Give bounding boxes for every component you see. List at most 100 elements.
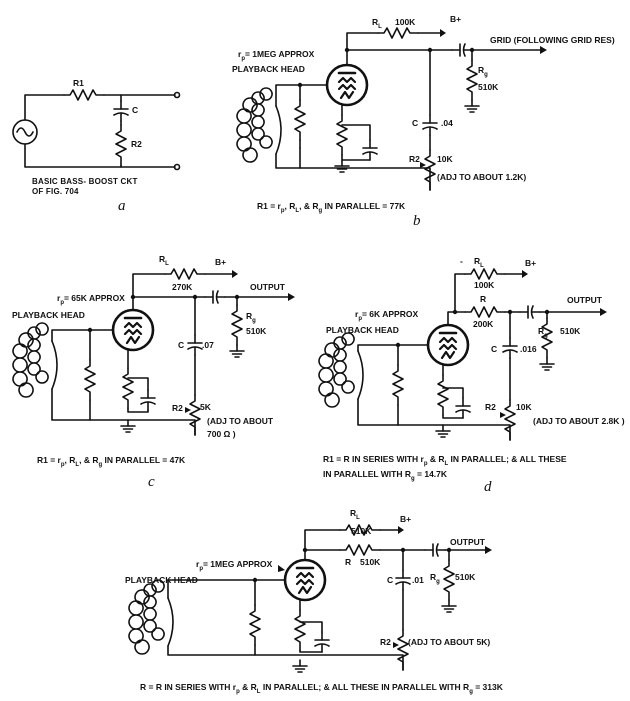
ground-d-cathode	[435, 424, 451, 438]
value-c-b: .04	[441, 118, 453, 128]
value-r-e: 510K	[360, 557, 381, 567]
resistor-r1	[63, 89, 105, 101]
label-rg-d: Rg	[538, 326, 548, 339]
resistor-rl-b	[377, 27, 419, 39]
value-c-e: .01	[412, 575, 424, 585]
label-bplus-b: B+	[450, 14, 461, 24]
ground-d-rg	[539, 357, 555, 371]
label-rp-b: rp= 1MEG APPROX	[238, 49, 315, 62]
value-rl-b: 100K	[395, 17, 416, 27]
grid-resistor-d	[392, 364, 404, 406]
figure-letter-a: a	[118, 198, 126, 214]
note-adj-c-line1: (ADJ TO ABOUT	[207, 416, 274, 426]
note-adj-b: (ADJ TO ABOUT 1.2K)	[437, 172, 526, 182]
equation-e: R = R IN SERIES WITH rp & RL IN PARALLEL…	[140, 682, 504, 695]
label-c-d: C	[491, 344, 497, 354]
figure-letter-b: b	[413, 213, 421, 229]
bypass-capacitor-d	[455, 397, 471, 419]
circuit-d: - RL 100K B+ R 200K OUTPUT rp= 6K APPROX…	[318, 256, 625, 495]
vacuum-tube-e	[283, 558, 327, 602]
figure-letter-d: d	[484, 479, 492, 495]
label-r2-e: R2	[380, 637, 391, 647]
label-rg-c: Rg	[246, 311, 256, 324]
resistor-r2	[115, 124, 127, 166]
cathode-resistor-d	[437, 374, 449, 416]
capacitor-c	[113, 100, 129, 122]
label-rl-b: RL	[372, 17, 382, 30]
label-c-c: C	[178, 340, 184, 350]
coupling-capacitor-e	[424, 543, 446, 557]
capacitor-c-b	[422, 114, 438, 136]
ground-c-cathode	[120, 419, 136, 433]
bypass-capacitor-e	[314, 631, 330, 653]
resistor-r-d	[464, 306, 506, 318]
value-rl-d: 100K	[474, 280, 495, 290]
ground-c-rg	[229, 344, 245, 358]
circuit-c: RL 270K B+ OUTPUT rp= 65K APPROX PLAYBAC…	[12, 254, 295, 490]
note-adj-d: (ADJ TO ABOUT 2.8K )	[533, 416, 625, 426]
coupling-capacitor-c	[204, 290, 226, 304]
label-playback-head-c: PLAYBACK HEAD	[12, 310, 85, 320]
label-r2-c: R2	[172, 403, 183, 413]
label-c-b: C	[412, 118, 418, 128]
label-r2: R2	[131, 139, 142, 149]
label-r-e: R	[345, 557, 351, 567]
label-rl-e: RL	[350, 508, 360, 521]
value-rg-c: 510K	[246, 326, 267, 336]
label-rp-d: rp= 6K APPROX	[355, 309, 418, 322]
caption-a-line2: OF FIG. 704	[32, 187, 79, 196]
label-c-e: C	[387, 575, 393, 585]
value-r2-c: 5K	[200, 402, 212, 412]
vacuum-tube-b	[325, 63, 369, 107]
bypass-capacitor-b	[362, 139, 378, 161]
circuit-b: RL 100K B+ rp= 1MEG APPROX PLAYBACK HEAD…	[232, 14, 615, 229]
equation-b: R1 = rp, RL, & Rg IN PARALLEL = 77K	[257, 201, 406, 214]
resistor-rl-d	[464, 268, 506, 280]
vacuum-tube-c	[111, 308, 155, 352]
coupling-capacitor-d	[519, 305, 541, 319]
equation-c: R1 = rp, RL, & Rg IN PARALLEL = 47K	[37, 455, 186, 468]
label-rg-b: Rg	[478, 65, 488, 78]
grid-resistor-e	[249, 604, 261, 646]
playback-head-c	[12, 322, 58, 398]
capacitor-c-e	[395, 569, 411, 591]
note-adj-c-line2: 700 Ω )	[207, 429, 236, 439]
vacuum-tube-d	[426, 323, 470, 367]
label-r-d: R	[480, 294, 486, 304]
resistor-rg-e	[443, 559, 455, 601]
label-r2-d: R2	[485, 402, 496, 412]
value-rg-e: 510K	[455, 572, 476, 582]
label-rp-c: rp= 65K APPROX	[57, 293, 125, 306]
value-rg-b: 510K	[478, 82, 499, 92]
ground-b-rg	[464, 99, 480, 113]
ground-e-cathode	[292, 659, 308, 673]
label-r2-b: R2	[409, 154, 420, 164]
label-output-c: OUTPUT	[250, 282, 286, 292]
label-playback-head-b: PLAYBACK HEAD	[232, 64, 305, 74]
signal-source	[12, 119, 38, 145]
label-playback-head-e: PLAYBACK HEAD	[125, 575, 198, 585]
label-grid-b: GRID (FOLLOWING GRID RES)	[490, 35, 615, 45]
playback-head-e	[128, 579, 174, 655]
label-r1: R1	[73, 78, 84, 88]
note-adj-e: (ADJ TO ABOUT 5K)	[408, 637, 490, 647]
playback-head-b	[236, 87, 282, 163]
label-rp-e: rp= 1MEG APPROX	[196, 559, 273, 572]
capacitor-c-c	[187, 334, 203, 356]
value-rl-e: 510K	[351, 526, 372, 536]
value-r2-d: 10K	[516, 402, 532, 412]
grid-resistor-c	[84, 359, 96, 401]
label-c: C	[132, 105, 138, 115]
value-c-c: .07	[202, 340, 214, 350]
cathode-resistor-e	[294, 609, 306, 651]
label-bplus-e: B+	[400, 514, 411, 524]
label-output-e: OUTPUT	[450, 537, 486, 547]
resistor-r-e	[339, 544, 381, 556]
value-r-d: 200K	[473, 319, 494, 329]
label-rl-c: RL	[159, 254, 169, 267]
resistor-rl-c	[164, 268, 206, 280]
value-rg-d: 510K	[560, 326, 581, 336]
value-rl-c: 270K	[172, 282, 193, 292]
value-r2-b: 10K	[437, 154, 453, 164]
